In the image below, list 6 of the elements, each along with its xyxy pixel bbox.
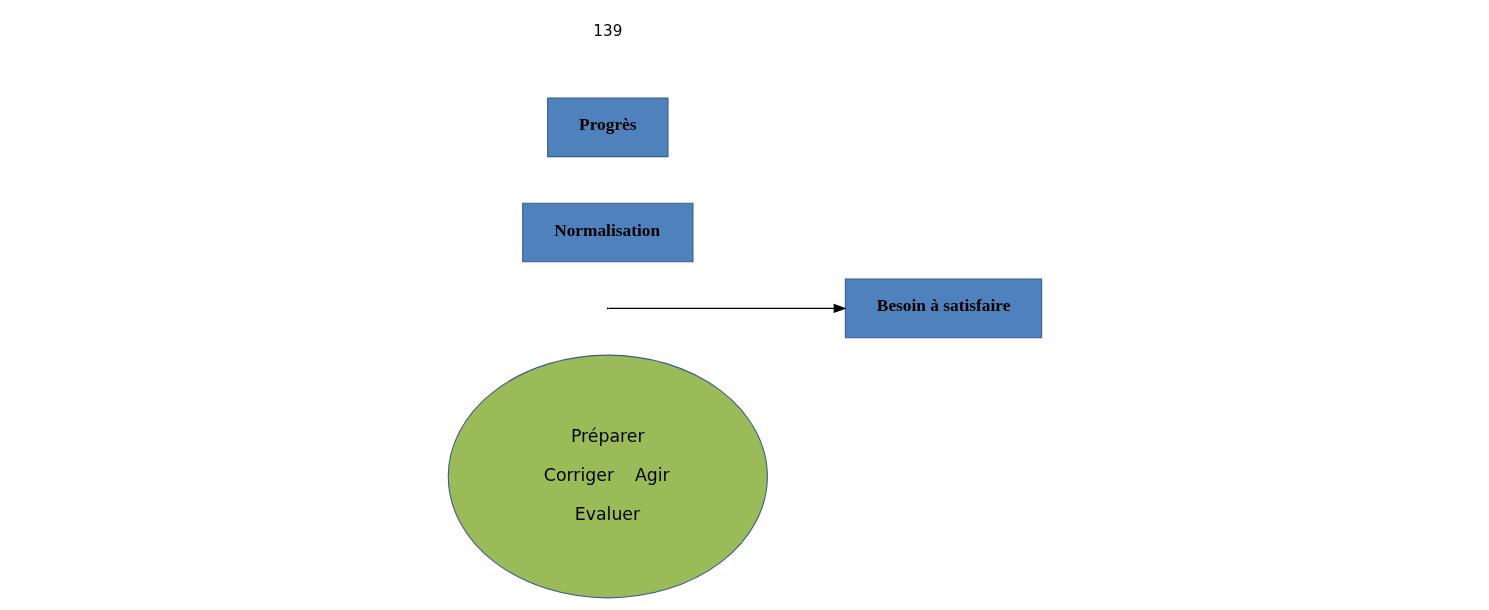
node-box: Progrès (546, 97, 669, 158)
arrow (607, 303, 847, 313)
node-box: Normalisation (521, 202, 693, 263)
label: 139 (592, 21, 622, 40)
node-box: Besoin à satisfaire (844, 278, 1042, 339)
node-ellipse: Préparer Corriger Agir Evaluer (447, 354, 768, 599)
